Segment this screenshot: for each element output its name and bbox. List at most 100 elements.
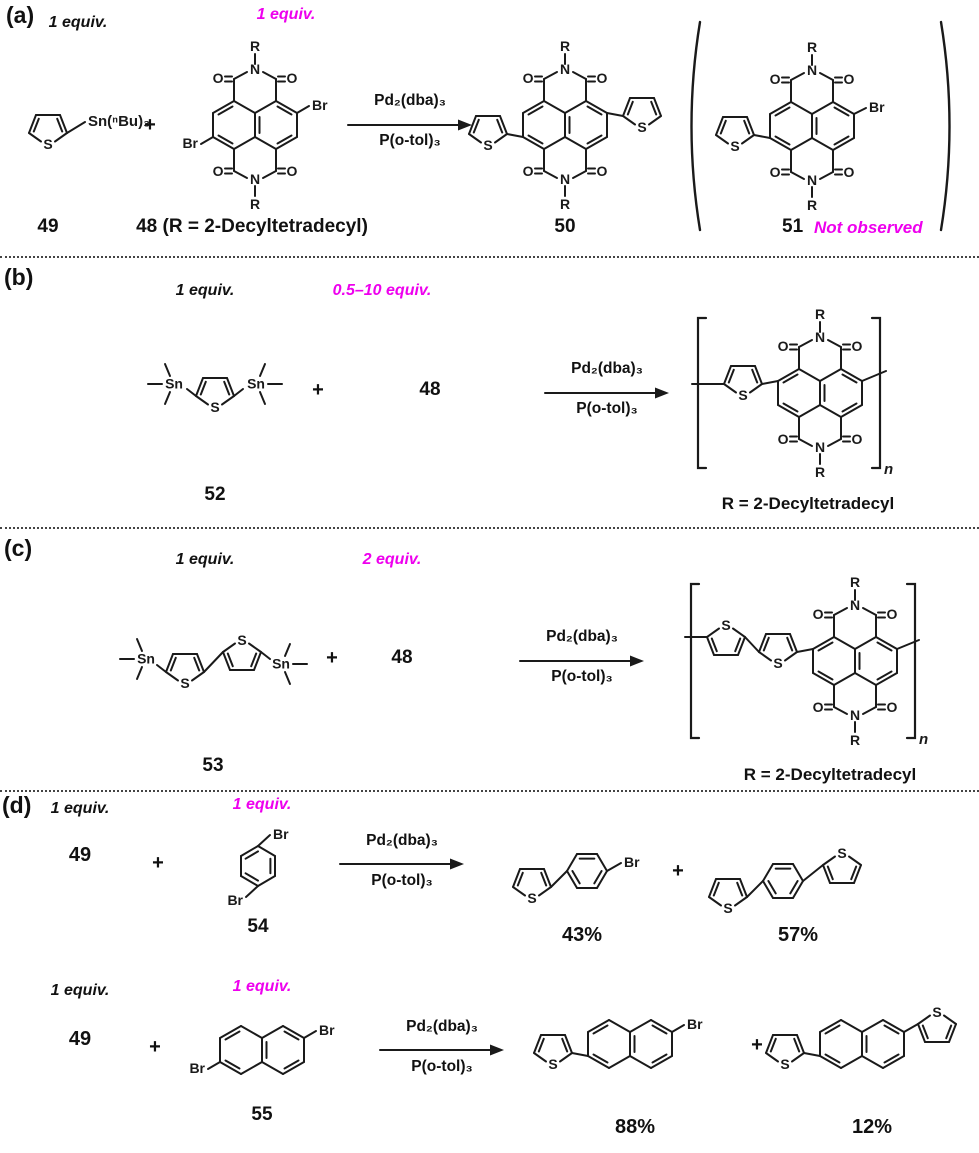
thiophene-ring: [723, 365, 763, 404]
compound-number-52: 52: [204, 484, 226, 505]
trimethylstannyl-group: [246, 363, 283, 405]
reagent-48: 48: [419, 379, 441, 400]
plus-sign: +: [149, 1036, 161, 1058]
thiophene-ring: [758, 633, 798, 672]
catalyst-line2: P(o-tol)₃: [379, 132, 441, 149]
structure-51-monothienyl-ndi: Br: [690, 20, 951, 232]
r-group-definition: R = 2-Decyltetradecyl: [721, 494, 895, 513]
structure-polymer-bithiophene-ndi: n: [684, 574, 928, 748]
bromine-atom-label: Br: [227, 892, 243, 908]
thiophene-ring: [28, 114, 68, 153]
compound-number-54: 54: [247, 916, 269, 937]
plus-sign: +: [152, 852, 164, 874]
naphthalene-core: [219, 1025, 305, 1075]
section-divider: [0, 256, 979, 258]
panel-d-label: (d): [2, 792, 32, 818]
structure-54-dibromobenzene: Br Br: [227, 826, 289, 908]
reagent-48: 48: [391, 647, 413, 668]
left-bracket: [696, 316, 708, 470]
plus-sign: +: [751, 1034, 763, 1056]
equiv-label: 1 equiv.: [232, 978, 292, 995]
thiophene-ring: [706, 616, 746, 656]
polymer-repeat-subscript: n: [884, 461, 893, 478]
equiv-label-49: 1 equiv.: [48, 14, 108, 31]
product-bromophenyl-thiophene: Br: [512, 853, 640, 907]
thiophene-ring: [708, 878, 748, 917]
compound-number-48: 48 (R = 2-Decyltetradecyl): [136, 216, 368, 237]
yield-88: 88%: [614, 1116, 656, 1138]
left-parenthesis: [690, 20, 702, 232]
yield-12: 12%: [851, 1116, 893, 1138]
polymer-repeat-subscript: n: [919, 731, 928, 748]
scheme-canvas-c: n: [119, 529, 928, 792]
naphthalene-core: [587, 1019, 673, 1069]
bromine-atom-label: Br: [312, 97, 328, 113]
reaction-arrow: [379, 1043, 505, 1057]
structure-polymer-thiophene-ndi: n: [691, 306, 893, 480]
panel-a-label: (a): [6, 2, 35, 28]
ndi-core: [778, 306, 863, 480]
compound-number-55: 55: [251, 1104, 273, 1125]
bromine-atom-label: Br: [182, 135, 198, 151]
compound-number-53: 53: [202, 755, 224, 776]
equiv-label-48: 0.5–10 equiv.: [332, 282, 432, 299]
compound-number-51: 51: [782, 216, 804, 237]
thiophene-ring: [512, 868, 552, 907]
compound-number-49: 49: [37, 216, 59, 237]
equiv-label-48: 1 equiv.: [256, 6, 316, 23]
section-divider: [0, 790, 979, 792]
bromine-atom-label: Br: [319, 1022, 335, 1038]
thiophene-ring: [195, 377, 235, 416]
trimethylstannyl-group: [271, 643, 308, 685]
catalyst-line1: Pd₂(dba)₃: [406, 1018, 478, 1035]
panel-c: n (c) 1 equiv. 2 equiv. + 48 Pd₂(dba)₃ P…: [0, 529, 979, 792]
bromine-atom-label: Br: [189, 1060, 205, 1076]
trimethylstannyl-group: [119, 638, 156, 680]
structure-50-dithienyl-ndi: [468, 38, 662, 212]
ndi-core: [813, 574, 898, 748]
compound-number-50: 50: [554, 216, 576, 237]
plus-sign: +: [144, 114, 156, 136]
product-dithienyl-naphthalene: [765, 1003, 957, 1073]
equiv-label-52: 1 equiv.: [175, 282, 235, 299]
bromine-atom-label: Br: [273, 826, 289, 842]
plus-sign: +: [672, 860, 684, 882]
right-bracket: [870, 316, 882, 470]
structure-53-bistrimethylstannylbithiophene: [119, 631, 308, 692]
scheme-canvas-d: Br Br Br Br Br: [189, 826, 957, 1076]
yield-57: 57%: [777, 924, 819, 946]
panel-b-label: (b): [4, 264, 34, 290]
scheme-canvas-a: Sn(ⁿBu)₃ Br Br Br: [28, 20, 951, 232]
reaction-arrow: [544, 386, 670, 400]
product-dithienyl-benzene: [708, 844, 862, 917]
catalyst-line1: Pd₂(dba)₃: [366, 832, 438, 849]
bromine-atom-label: Br: [869, 99, 885, 115]
equiv-label: 1 equiv.: [50, 982, 110, 999]
reaction-arrow: [339, 857, 465, 871]
right-bracket: [905, 582, 917, 740]
ndi-core: [523, 38, 608, 212]
plus-sign: +: [326, 647, 338, 669]
catalyst-line1: Pd₂(dba)₃: [546, 628, 618, 645]
thiophene-ring: [165, 653, 205, 692]
structure-52-bistrimethylstannylthiophene: [147, 363, 283, 416]
catalyst-line2: P(o-tol)₃: [411, 1058, 473, 1075]
thiophene-ring: [765, 1034, 805, 1073]
catalyst-line2: P(o-tol)₃: [371, 872, 433, 889]
plus-sign: +: [312, 379, 324, 401]
catalyst-line2: P(o-tol)₃: [551, 668, 613, 685]
structure-49-stannylthiophene: Sn(ⁿBu)₃: [28, 113, 150, 153]
equiv-label-53: 1 equiv.: [175, 551, 235, 568]
ndi-core: [770, 39, 855, 213]
catalyst-line1: Pd₂(dba)₃: [571, 360, 643, 377]
left-bracket: [689, 582, 701, 740]
product-bromo-thienyl-naphthalene: Br: [533, 1016, 703, 1073]
benzene-ring: [762, 863, 804, 899]
not-observed-note: Not observed: [814, 218, 923, 237]
panel-c-label: (c): [4, 535, 33, 561]
panel-b: n (b) 1 equiv. 0.5–10 equiv. + 48 Pd₂(db…: [0, 258, 979, 529]
equiv-label: 1 equiv.: [232, 796, 292, 813]
thiophene-ring: [222, 631, 262, 671]
panel-d: Br Br Br Br Br: [0, 792, 979, 1153]
thiophene-ring: [622, 97, 662, 136]
